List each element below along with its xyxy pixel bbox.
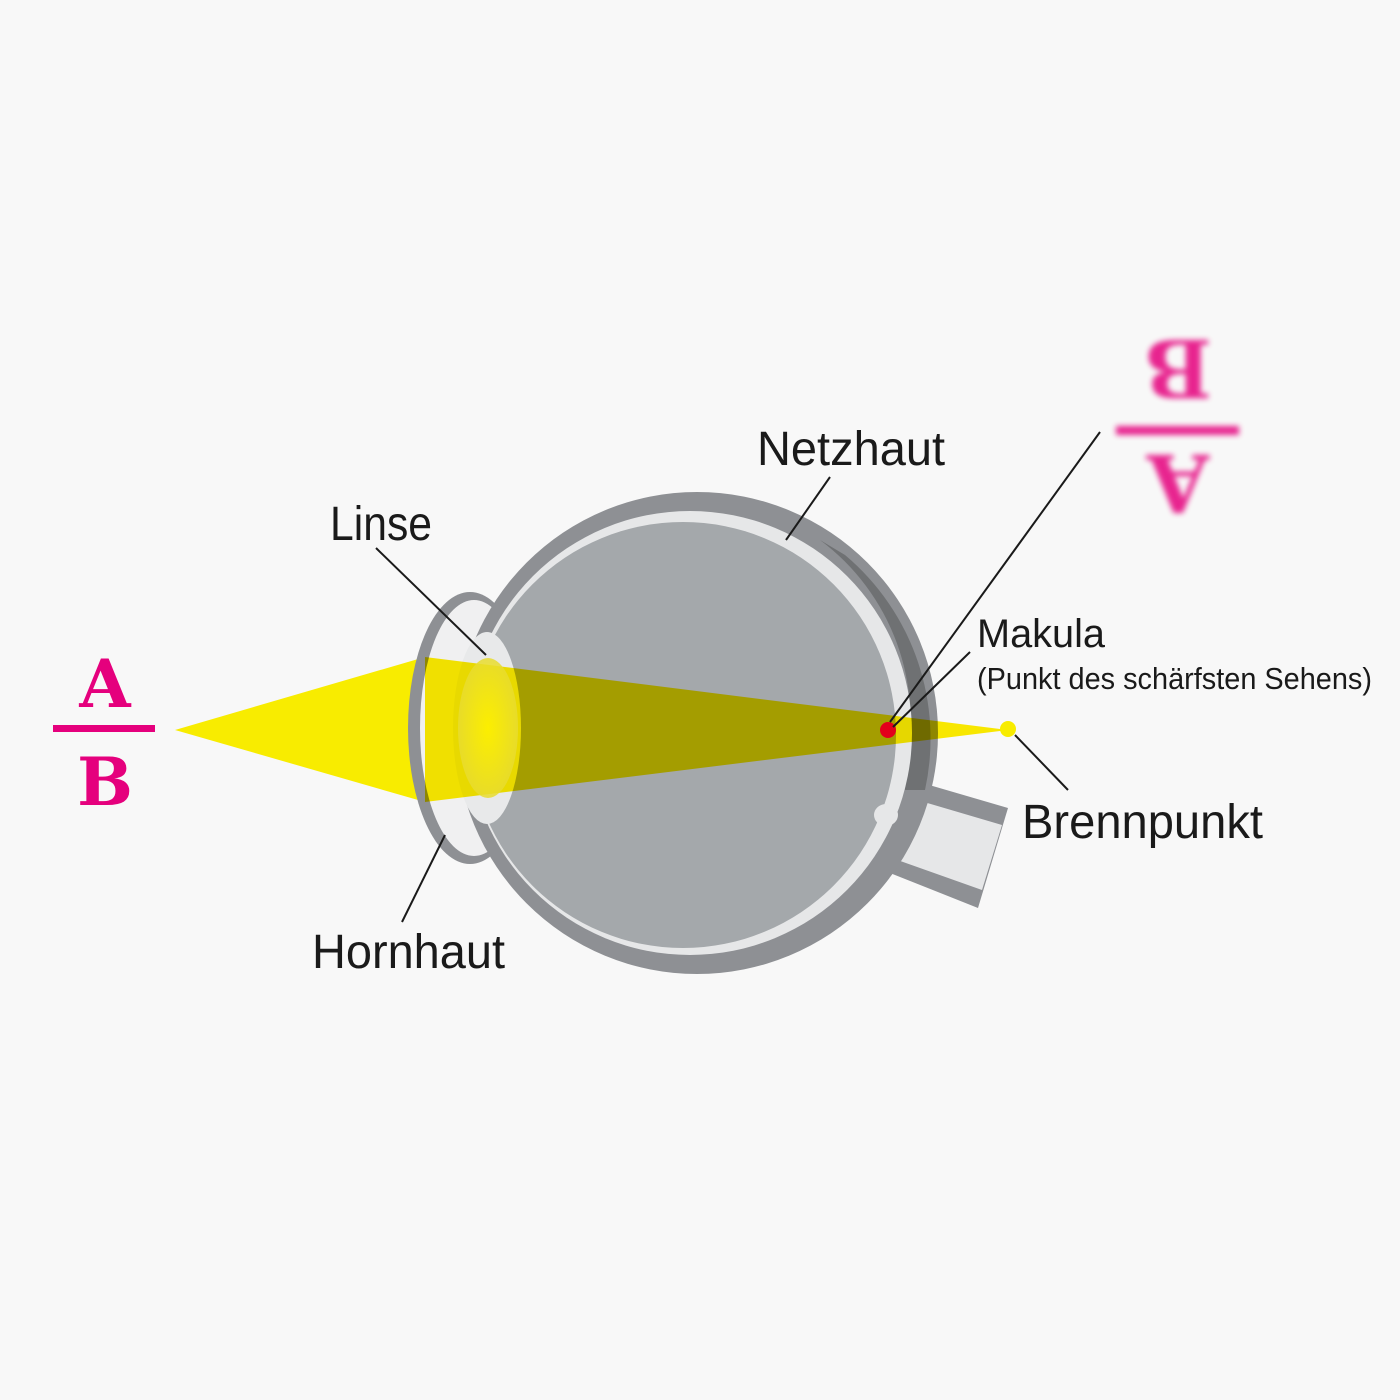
blurred-inverted-image: A B [1116, 321, 1239, 530]
object-divider [53, 725, 155, 732]
blur-image-leader [889, 431, 1101, 723]
makula-leader [892, 651, 971, 728]
image-letter-bottom: B [1144, 321, 1212, 415]
optic-disc [874, 804, 898, 826]
image-letter-top: A [1146, 436, 1210, 530]
macula-dot [880, 722, 896, 738]
label-brennpunkt: Brennpunkt [1022, 796, 1263, 849]
label-netzhaut: Netzhaut [757, 423, 945, 476]
netzhaut-leader [785, 476, 831, 541]
object-letter-bottom: B [77, 743, 133, 821]
brennpunkt-leader [1014, 734, 1069, 791]
object-letter-top: A [78, 645, 131, 723]
lens-highlight [458, 658, 518, 798]
linse-leader [375, 547, 487, 656]
label-makula: Makula [977, 612, 1106, 656]
light-cone-inside [425, 657, 1008, 802]
sclera-dark-band [820, 540, 931, 790]
label-makula-sub: (Punkt des schärfsten Sehens) [977, 661, 1372, 696]
image-divider [1116, 426, 1239, 435]
focal-point-dot [1000, 721, 1016, 737]
light-cone-outside [175, 657, 425, 802]
hornhaut-leader [401, 834, 446, 923]
object-fraction: A B [53, 645, 155, 821]
label-hornhaut: Hornhaut [312, 926, 505, 979]
label-linse: Linse [330, 498, 432, 551]
